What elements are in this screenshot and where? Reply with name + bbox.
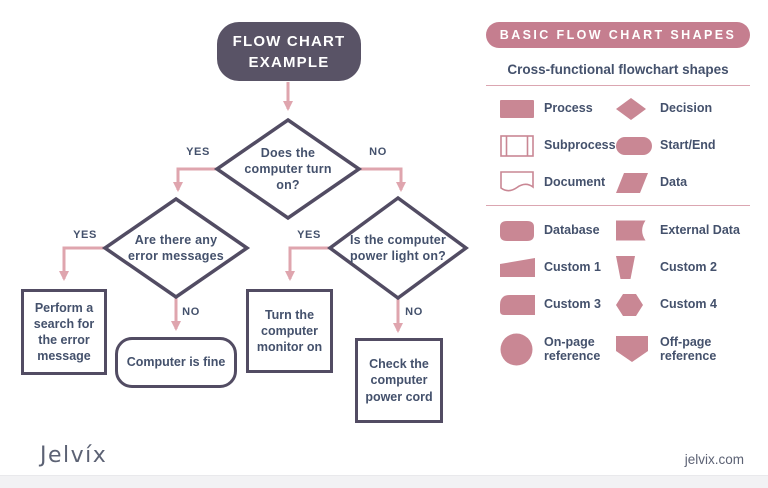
start-node-label: FLOW CHART EXAMPLE (232, 32, 346, 71)
subprocess-icon (500, 134, 544, 157)
legend-item-process: Process (500, 90, 616, 127)
database-icon (500, 220, 544, 241)
legend-item-document: Document (500, 164, 616, 201)
decision-icon (616, 97, 660, 120)
legend-item-external-data: External Data (616, 212, 750, 249)
legend-item-start-end: Start/End (616, 127, 750, 164)
branch-label-d2-yes: YES (73, 229, 97, 241)
legend-label: Custom 3 (544, 297, 601, 312)
data-icon (616, 172, 660, 193)
branch-label-d1-no: NO (369, 146, 387, 158)
terminal-box-computer-fine: Computer is fine (115, 337, 237, 388)
decision-text-turn-on: Does the computer turn on? (244, 146, 332, 192)
legend-label: Subprocess (544, 138, 616, 153)
legend-item-on-page-reference: On-page reference (500, 323, 616, 375)
decision-text-power-light: Is the computer power light on? (349, 233, 447, 263)
custom-4-icon (616, 293, 660, 316)
custom-2-icon (616, 256, 660, 279)
legend-label: Data (660, 175, 688, 190)
legend-item-custom-2: Custom 2 (616, 249, 750, 286)
off-page-reference-icon (616, 336, 660, 362)
legend-item-off-page-reference: Off-page reference (616, 323, 750, 375)
website-link: jelvix.com (684, 452, 744, 467)
branch-label-d3-no: NO (405, 306, 423, 318)
legend-label: Off-page reference (660, 334, 717, 363)
start-node: FLOW CHART EXAMPLE (217, 22, 361, 81)
legend-item-subprocess: Subprocess (500, 127, 616, 164)
decision-text-error-messages: Are there any error messages (128, 233, 224, 263)
decision-diamond-turn-on (213, 117, 363, 221)
legend-label: External Data (660, 223, 740, 238)
legend-label: Decision (660, 101, 713, 116)
legend-label: Database (544, 223, 600, 238)
legend-item-decision: Decision (616, 90, 750, 127)
legend-label: Custom 4 (660, 297, 717, 312)
process-box-monitor-on: Turn the computer monitor on (246, 289, 333, 373)
legend-item-custom-3: Custom 3 (500, 286, 616, 323)
legend-group-basic: Process Decision Subprocess (500, 90, 750, 201)
legend-label: Custom 2 (660, 260, 717, 275)
process-box-power-cord: Check the computer power cord (355, 338, 443, 423)
external-data-icon (616, 220, 660, 241)
legend-item-database: Database (500, 212, 616, 249)
custom-1-icon (500, 257, 544, 278)
branch-label-d2-no: NO (182, 306, 200, 318)
legend-group-extended: Database External Data Custom 1 Custom 2 (500, 212, 750, 375)
custom-3-icon (500, 294, 544, 315)
bottom-strip (0, 475, 768, 488)
legend-label: Document (544, 175, 606, 190)
legend-label: Custom 1 (544, 260, 601, 275)
legend-item-data: Data (616, 164, 750, 201)
flowchart-graphics (58, 82, 469, 334)
legend-banner: BASIC FLOW CHART SHAPES (486, 22, 750, 48)
process-box-search-error: Perform a search for the error message (21, 289, 107, 375)
legend-divider (486, 205, 750, 206)
legend-panel: BASIC FLOW CHART SHAPES Cross-functional… (486, 0, 750, 420)
jelvix-logo: Jelvíx (40, 443, 108, 468)
legend-subtitle: Cross-functional flowchart shapes (507, 62, 729, 77)
decision-diamond-error-messages (101, 196, 251, 300)
branch-label-d1-yes: YES (186, 146, 210, 158)
legend-label: Process (544, 101, 593, 116)
connector-arrows (58, 82, 407, 334)
process-icon (500, 99, 544, 118)
start-end-icon (616, 136, 660, 155)
legend-item-custom-4: Custom 4 (616, 286, 750, 323)
legend-label: On-page reference (544, 334, 601, 363)
legend-item-custom-1: Custom 1 (500, 249, 616, 286)
decision-diamond-power-light (327, 195, 469, 301)
legend-banner-label: BASIC FLOW CHART SHAPES (499, 28, 737, 42)
branch-label-d3-yes: YES (297, 229, 321, 241)
legend-label: Start/End (660, 138, 716, 153)
document-icon (500, 170, 544, 195)
on-page-reference-icon (500, 333, 544, 366)
legend-divider (486, 85, 750, 86)
